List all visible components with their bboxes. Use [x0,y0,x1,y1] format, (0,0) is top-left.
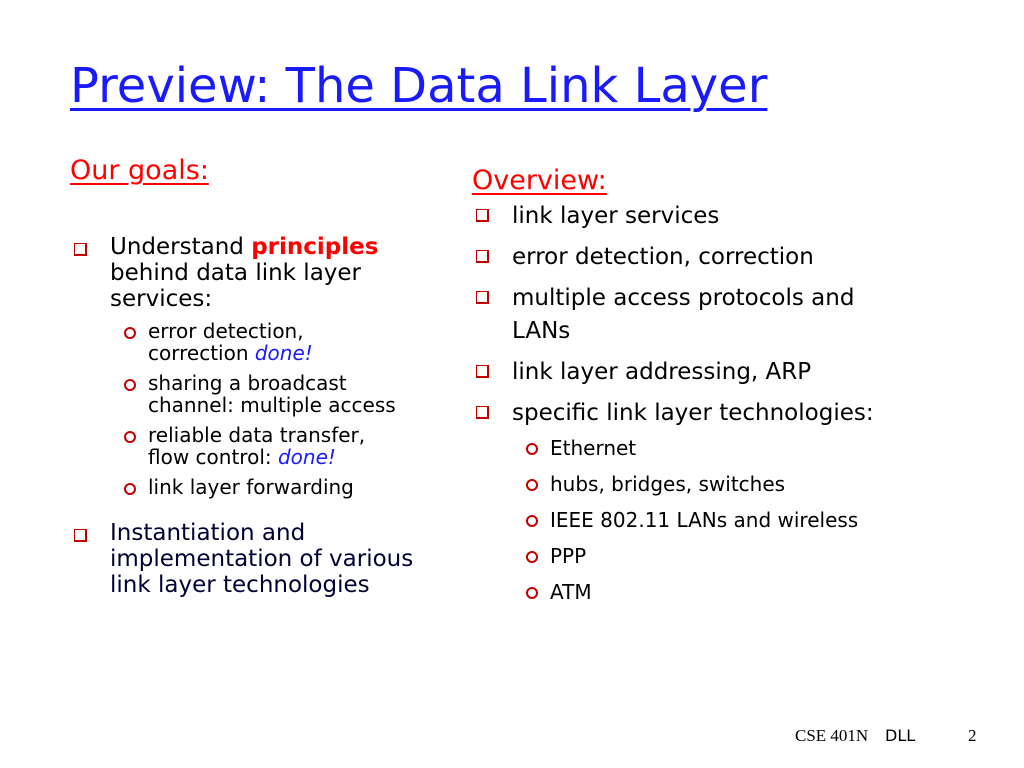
footer-course: CSE 401N [795,726,869,745]
list-item: ATM [512,580,952,604]
circle-bullet-icon [526,515,538,527]
list-item: Instantiation and implementation of vari… [70,520,460,598]
square-bullet-icon [476,250,489,263]
technologies-sublist: Ethernet hubs, bridges, switches IEEE 80… [512,436,952,604]
list-item: link layer services [472,200,952,233]
principles-highlight: principles [251,234,379,260]
square-bullet-icon [74,529,87,542]
square-bullet-icon [74,243,87,256]
circle-bullet-icon [526,443,538,455]
list-item: IEEE 802.11 LANs and wireless [512,508,952,532]
list-item: link layer addressing, ARP [472,356,952,389]
goals-sublist: error detection, correction done! sharin… [110,320,460,498]
list-item: specific link layer technologies: Ethern… [472,397,952,604]
circle-bullet-icon [124,431,136,443]
overview-column: Overview: link layer services error dete… [472,165,952,616]
list-item: Understand principles behind data link l… [70,234,460,498]
page-number: 2 [968,726,977,745]
list-item: reliable data transfer, flow control: do… [110,424,460,468]
circle-bullet-icon [526,587,538,599]
list-item: error detection, correction done! [110,320,460,364]
goals-column: Our goals: Understand principles behind … [70,155,460,598]
list-item: error detection, correction [472,241,952,274]
circle-bullet-icon [124,327,136,339]
list-item: multiple access protocols and LANs [472,282,952,348]
list-item: sharing a broadcast channel: multiple ac… [110,372,460,416]
square-bullet-icon [476,209,489,222]
circle-bullet-icon [124,379,136,391]
square-bullet-icon [476,291,489,304]
list-item: PPP [512,544,952,568]
square-bullet-icon [476,365,489,378]
goals-list: Understand principles behind data link l… [70,234,460,598]
list-item: link layer forwarding [110,476,460,498]
slide-title: Preview: The Data Link Layer [70,58,768,114]
footer-topic: DLL [885,726,916,745]
list-item: Ethernet [512,436,952,460]
square-bullet-icon [476,406,489,419]
overview-list: link layer services error detection, cor… [472,200,952,604]
goals-heading: Our goals: [70,155,209,186]
circle-bullet-icon [124,483,136,495]
overview-heading: Overview: [472,165,607,196]
circle-bullet-icon [526,479,538,491]
done-label: done! [254,341,313,365]
list-item: hubs, bridges, switches [512,472,952,496]
circle-bullet-icon [526,551,538,563]
done-label: done! [277,445,336,469]
